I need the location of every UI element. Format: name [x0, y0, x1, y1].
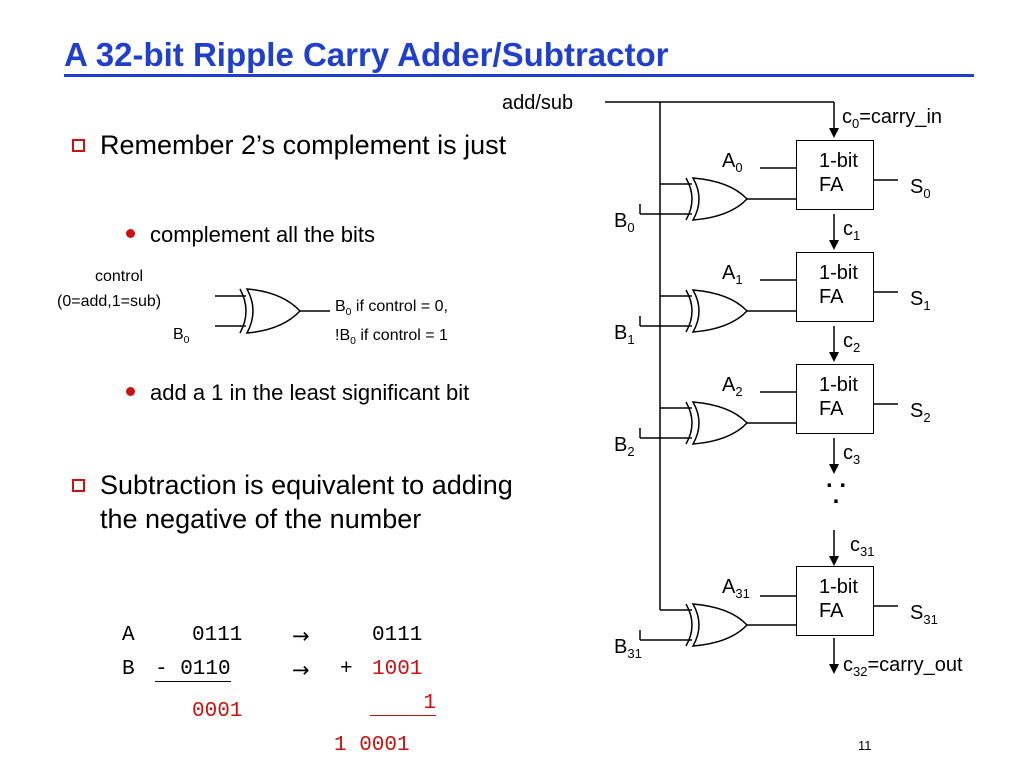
bullet-text: Subtraction is equivalent to adding the … — [100, 470, 513, 534]
c32-label: c32=carry_out — [843, 654, 963, 679]
xor-b-input-label: B0 — [173, 326, 190, 347]
b2-label: B2 — [614, 434, 635, 459]
bullet-twos-complement: Remember 2’s complement is just — [72, 128, 532, 162]
addsub-label: add/sub — [502, 92, 574, 114]
s2-label: S2 — [910, 400, 931, 425]
b0-label: B0 — [614, 210, 635, 235]
xor-output-line1: B0 if control = 0, — [335, 298, 448, 319]
a2-label: A2 — [722, 374, 743, 399]
arith-row2-plus: + — [340, 658, 353, 681]
page-number: 11 — [858, 738, 872, 753]
b31-label: B31 — [614, 636, 642, 661]
control-desc: (0=add,1=sub) — [57, 293, 162, 310]
arith-add-one: 1 — [370, 692, 436, 716]
subbullet-text: add a 1 in the least significant bit — [150, 380, 470, 405]
bullet-text: Remember 2’s complement is just — [100, 130, 507, 160]
c3-label: c3 — [843, 442, 861, 467]
s1-label: S1 — [910, 288, 931, 313]
a31-label: A31 — [722, 576, 750, 601]
a0-label: A0 — [722, 150, 743, 175]
a1-label: A1 — [722, 262, 743, 287]
subbullet-add-one: add a 1 in the least significant bit — [126, 378, 546, 407]
arith-row2-value: - 0110 — [155, 658, 231, 682]
c31-label: c31 — [850, 534, 875, 559]
arith-final: 1 0001 — [334, 734, 410, 757]
xor-output-line2: !B0 if control = 1 — [335, 327, 448, 348]
subbullet-text: complement all the bits — [150, 222, 375, 247]
arith-row2-arrow: → — [292, 658, 310, 682]
slide-title: A 32-bit Ripple Carry Adder/Subtractor — [64, 36, 669, 73]
title-underline — [64, 74, 974, 77]
b1-label: B1 — [614, 322, 635, 347]
dot-bullet-icon — [126, 229, 135, 238]
s0-label: S0 — [910, 176, 931, 201]
stage-ellipsis: . . . — [826, 466, 847, 509]
arith-difference: 0001 — [192, 700, 243, 723]
square-bullet-icon — [72, 139, 85, 152]
arith-row2-label: B — [122, 658, 135, 681]
bullet-subtraction: Subtraction is equivalent to adding the … — [72, 468, 532, 536]
dot-bullet-icon — [126, 387, 135, 396]
subbullet-complement: complement all the bits — [126, 220, 526, 249]
arith-row1-arrow: → — [292, 624, 310, 648]
c2-label: c2 — [843, 330, 861, 355]
arith-row1-label: A — [122, 624, 135, 647]
control-label: control — [95, 268, 144, 285]
s31-label: S31 — [910, 602, 938, 627]
arith-row2-result: 1001 — [372, 658, 423, 681]
c0-label: c0=carry_in — [842, 106, 943, 131]
arith-row1-value: 0111 — [192, 624, 243, 647]
c1-label: c1 — [843, 218, 861, 243]
arith-row1-result: 0111 — [372, 624, 423, 647]
square-bullet-icon — [72, 479, 85, 492]
